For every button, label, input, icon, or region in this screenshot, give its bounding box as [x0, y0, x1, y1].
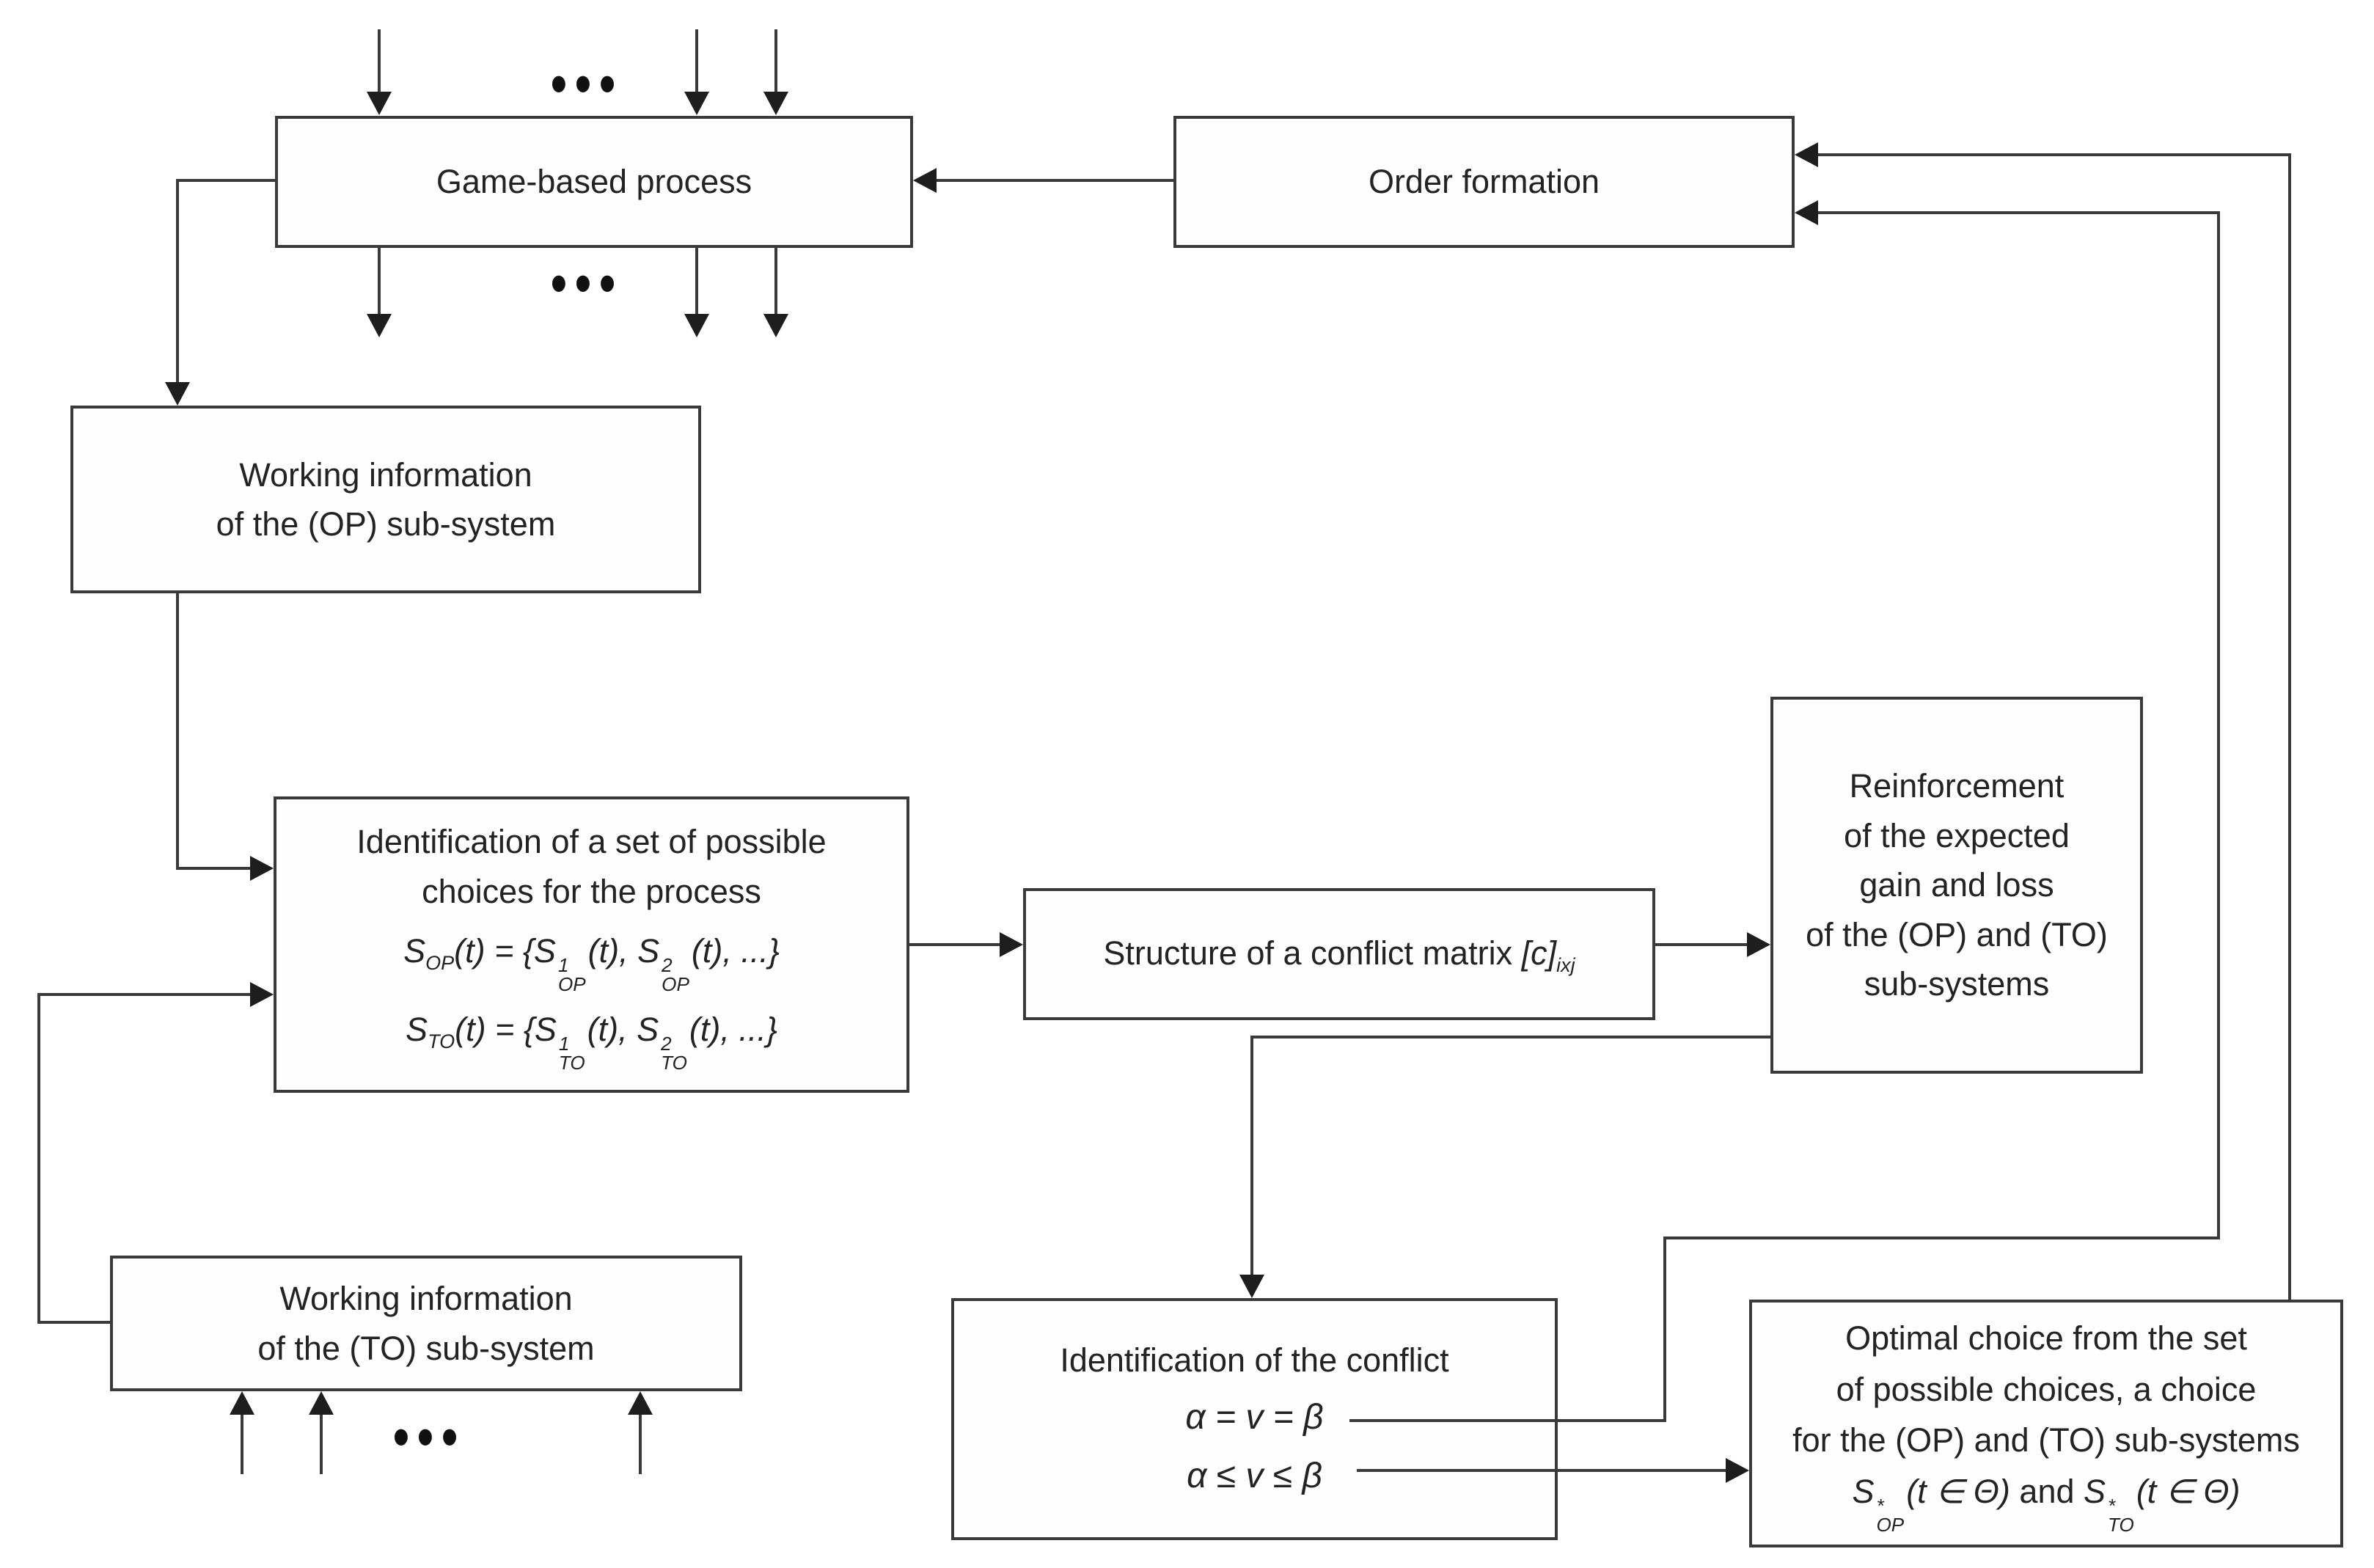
connector-op-to-choices	[176, 867, 250, 870]
box-label: Order formation	[1368, 163, 1600, 201]
box-label-line: S*OP(t ∈ Θ) and S*TO(t ∈ Θ)	[1853, 1466, 2241, 1534]
box-label-line: Optimal choice from the set	[1845, 1319, 2247, 1357]
arrow-left-icon	[1795, 142, 1818, 167]
box-label-line: for the (OP) and (TO) sub-systems	[1792, 1421, 2300, 1459]
formula-alpha-leq: α ≤ v ≤ β	[1187, 1456, 1322, 1495]
box-game-based-process: Game-based process	[275, 116, 913, 248]
box-label-line: of possible choices, a choice	[1836, 1370, 2257, 1408]
connector-choices-to-matrix	[909, 943, 1000, 946]
connector-order-to-game	[937, 179, 1173, 182]
connector-game-to-op	[176, 179, 275, 182]
ellipsis-icon: •••	[550, 248, 623, 317]
arrow-down-icon	[684, 92, 709, 115]
output-arrow-line	[695, 248, 698, 314]
arrow-down-icon	[684, 314, 709, 337]
box-reinforcement: Reinforcement of the expected gain and l…	[1770, 697, 2143, 1074]
connector-game-to-op	[176, 179, 179, 382]
input-arrow-line	[378, 29, 381, 92]
arrow-right-icon	[250, 856, 274, 881]
box-label: Structure of a conflict matrix [c]ixj	[1103, 928, 1575, 981]
box-label: Game-based process	[436, 163, 752, 201]
box-title: Identification of the conflict	[1060, 1341, 1449, 1380]
box-label-line: of the (TO) sub-system	[257, 1329, 595, 1367]
box-conflict-matrix: Structure of a conflict matrix [c]ixj	[1023, 888, 1655, 1020]
connector-eq2-to-optimal	[1357, 1469, 1726, 1472]
feedback-eq1-line	[1663, 1237, 2220, 1239]
output-arrow-line	[774, 248, 777, 314]
box-working-info-op: Working information of the (OP) sub-syst…	[70, 406, 701, 593]
arrow-up-icon	[230, 1391, 254, 1415]
box-label-line: of the (OP) and (TO)	[1806, 915, 2108, 953]
ellipsis-icon: •••	[392, 1402, 466, 1470]
arrow-right-icon	[250, 982, 274, 1007]
arrow-up-icon	[309, 1391, 334, 1415]
feedback-optimal-line	[1818, 153, 2291, 156]
input-arrow-line	[320, 1415, 323, 1474]
connector-to-to-choices	[37, 993, 40, 1324]
arrow-right-icon	[1726, 1458, 1749, 1483]
arrow-down-icon	[367, 92, 392, 115]
box-label-line: of the (OP) sub-system	[216, 505, 556, 543]
connector-to-to-choices	[37, 1321, 110, 1324]
box-title-line: choices for the process	[422, 872, 761, 910]
arrow-down-icon	[367, 314, 392, 337]
box-label-text: Structure of a conflict matrix	[1103, 934, 1513, 972]
box-label-line: Working information	[239, 455, 532, 494]
box-label-line: Reinforcement	[1849, 767, 2065, 805]
connector-reinforcement-to-conflict	[1250, 1036, 1770, 1038]
formula-s-star-to: S*TO(t ∈ Θ)	[2084, 1473, 2241, 1536]
box-label-line: Working information	[279, 1280, 573, 1317]
arrow-down-icon	[763, 314, 788, 337]
feedback-eq1-line	[1663, 1237, 1666, 1422]
arrow-down-icon	[763, 92, 788, 115]
feedback-eq1-line	[2217, 211, 2220, 1239]
formula-and: and	[2019, 1473, 2075, 1510]
arrow-left-icon	[913, 168, 937, 193]
arrow-left-icon	[1795, 200, 1818, 225]
box-order-formation: Order formation	[1173, 116, 1795, 248]
connector-op-to-choices	[176, 593, 179, 870]
box-identification-choices: Identification of a set of possible choi…	[274, 796, 909, 1093]
input-arrow-line	[241, 1415, 243, 1474]
output-arrow-line	[378, 248, 381, 314]
arrow-right-icon	[1000, 932, 1023, 957]
ellipsis-icon: •••	[550, 48, 623, 117]
arrow-right-icon	[1747, 932, 1770, 957]
feedback-optimal-line	[2288, 153, 2291, 1300]
connector-to-to-choices	[37, 993, 250, 996]
formula-alpha-eq: α = v = β	[1185, 1397, 1324, 1437]
box-optimal-choice: Optimal choice from the set of possible …	[1749, 1300, 2343, 1547]
box-working-info-to: Working information of the (TO) sub-syst…	[110, 1256, 742, 1391]
input-arrow-line	[774, 29, 777, 92]
arrow-up-icon	[628, 1391, 653, 1415]
arrow-down-icon	[1239, 1275, 1264, 1298]
box-label-line: of the expected	[1844, 816, 2070, 854]
input-arrow-line	[639, 1415, 642, 1474]
feedback-eq1-line	[1349, 1419, 1666, 1422]
box-label-math: [c]ixj	[1521, 934, 1575, 976]
box-title-line: Identification of a set of possible	[356, 823, 827, 861]
feedback-eq1-line	[1818, 211, 2220, 214]
box-label-line: sub-systems	[1864, 965, 2050, 1003]
input-arrow-line	[695, 29, 698, 92]
formula-s-star-op: S*OP(t ∈ Θ)	[1852, 1473, 2010, 1536]
connector-reinforcement-to-conflict	[1250, 1036, 1253, 1275]
connector-matrix-to-reinforcement	[1655, 943, 1747, 946]
arrow-down-icon	[165, 382, 190, 406]
box-label-line: gain and loss	[1859, 866, 2054, 904]
